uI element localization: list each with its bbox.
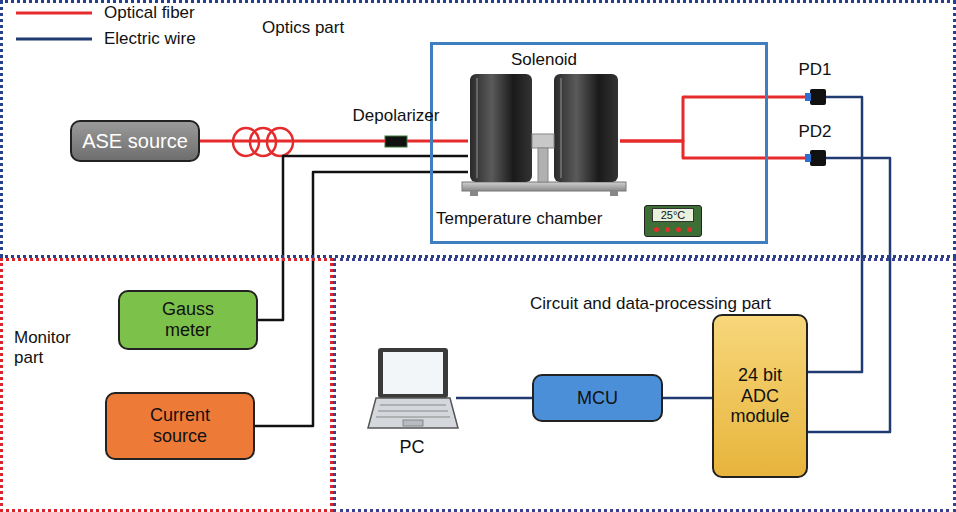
keyboard-row <box>376 417 450 418</box>
legend-sample <box>16 33 92 45</box>
solenoid-unit: Solenoid <box>462 48 626 194</box>
region-panel: Monitor part Gauss meterCurrent source <box>0 258 333 512</box>
node-label: PD1 <box>788 60 842 80</box>
node-label: 24 bit ADC module <box>722 365 798 427</box>
laptop-base <box>368 398 458 428</box>
electric-wire <box>663 397 712 400</box>
solenoid-coil <box>554 74 618 182</box>
solenoid-base <box>462 182 626 191</box>
sample-holder <box>538 148 548 182</box>
chamber-box: Temperature chamber Solenoid 25°C <box>430 42 768 244</box>
laptop-screen-frame <box>378 348 448 398</box>
detector-label: PD1 <box>788 60 842 106</box>
control-button <box>687 227 692 232</box>
optical-fiber <box>407 140 468 143</box>
control-button <box>654 227 659 232</box>
region-title: Circuit and data-processing part <box>530 294 771 314</box>
legend-text: Electric wire <box>104 29 196 49</box>
keyboard-row <box>378 411 448 412</box>
node-label: Temperature chamber <box>436 209 602 229</box>
meter-box: Gauss meter <box>118 290 258 350</box>
adc-box: 24 bit ADC module <box>712 314 808 478</box>
legend: Optical fiberElectric wire <box>16 0 196 52</box>
source-box: ASE source <box>70 120 200 162</box>
depolarizer-body <box>385 136 407 147</box>
connection-area <box>805 150 826 166</box>
coil-edge <box>476 78 478 178</box>
connection-area <box>468 72 620 184</box>
control-button <box>665 227 670 232</box>
node-label: 25°C <box>652 208 694 222</box>
node-label: PC <box>362 437 462 458</box>
optical-fiber <box>620 97 805 141</box>
node-label: Solenoid <box>462 50 626 70</box>
sensor-sample <box>532 134 554 148</box>
temperature-display: 25°C <box>644 205 702 237</box>
node-label: ASE source <box>82 130 188 153</box>
legend-row: Optical fiber <box>16 0 196 26</box>
legend-line <box>16 38 92 41</box>
controller-box: MCU <box>532 374 663 422</box>
laptop-icon <box>368 348 458 428</box>
region-title: Monitor part <box>14 328 86 367</box>
pd-body <box>810 150 826 166</box>
node-label: MCU <box>577 388 618 409</box>
photodetector <box>805 89 826 105</box>
solenoid-foot <box>610 191 618 196</box>
electric-wire <box>456 397 532 400</box>
electric-wire <box>258 156 468 320</box>
legend-row: Electric wire <box>16 26 196 52</box>
connection-area <box>385 136 407 147</box>
electric-wire <box>808 158 890 432</box>
keyboard-row <box>380 405 446 406</box>
coil-edge <box>560 78 562 178</box>
legend-text: Optical fiber <box>104 3 195 23</box>
connection-area <box>368 348 456 428</box>
detector-label: PD2 <box>788 122 842 168</box>
computer-label: PC <box>362 342 462 462</box>
solenoid-drawing <box>462 74 626 196</box>
laptop-screen <box>383 352 443 394</box>
legend-sample <box>16 7 92 19</box>
solenoid-coil <box>470 74 532 182</box>
pd-window <box>805 154 811 162</box>
connection-area <box>805 89 826 105</box>
node-label: Gauss meter <box>153 299 223 340</box>
trackpad <box>403 420 423 426</box>
control-button <box>676 227 681 232</box>
region-title: Optics part <box>262 18 344 38</box>
source-box: Current source <box>105 392 255 460</box>
node-label: PD2 <box>788 122 842 142</box>
pd-window <box>805 93 811 101</box>
photodetector <box>805 150 826 166</box>
node-label: Depolarizer <box>346 106 446 126</box>
solenoid-foot <box>470 191 478 196</box>
pd-body <box>810 89 826 105</box>
node-label: Current source <box>140 405 220 446</box>
legend-line <box>16 12 92 15</box>
optical-fiber <box>200 140 385 143</box>
optical-fiber <box>620 141 805 158</box>
region-panel: Circuit and data-processing partPC MCU 24 … <box>333 258 956 512</box>
